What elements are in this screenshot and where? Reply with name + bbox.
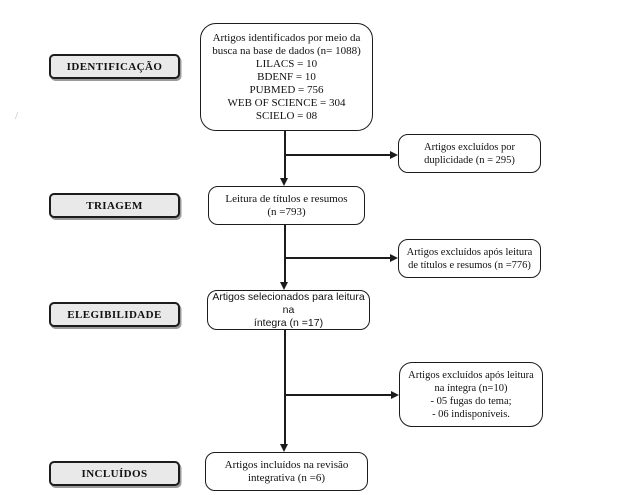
box-excluded-duplicates: Artigos excluídos por duplicidade (n = 2… — [398, 134, 541, 173]
arrow-right-icon — [390, 150, 398, 159]
box-title-abstract-screening: Leitura de títulos e resumos (n =793) — [208, 186, 365, 225]
identified-source-bdenf: BDENF = 10 — [257, 70, 316, 83]
stray-mark: / — [15, 110, 19, 122]
box-identified-records: Artigos identificados por meio da busca … — [200, 23, 373, 131]
arrow-down-icon — [280, 178, 288, 186]
arrow-down-icon — [280, 282, 288, 290]
identified-source-pubmed: PUBMED = 756 — [249, 83, 324, 96]
identified-source-lilacs: LILACS = 10 — [255, 57, 318, 70]
stage-label-triagem: TRIAGEM — [49, 193, 180, 218]
arrow-right-icon — [391, 390, 399, 399]
identified-title: Artigos identificados por meio da busca … — [212, 31, 361, 57]
stage-label-identificacao: IDENTIFICAÇÃO — [49, 54, 180, 79]
connector-to-full-text-excluded — [285, 394, 391, 396]
connector-to-duplicates — [285, 154, 390, 156]
connector-to-title-abstract-excluded — [285, 257, 390, 259]
identified-source-wos: WEB OF SCIENCE = 304 — [227, 96, 346, 109]
stage-label-incluidos: INCLUÍDOS — [49, 461, 180, 486]
box-excluded-title-abstract: Artigos excluídos após leitura de título… — [398, 239, 541, 278]
identified-source-scielo: SCIELO = 08 — [255, 109, 318, 122]
box-included-review: Artigos incluídos na revisão integrativa… — [205, 452, 368, 491]
connector-screening-to-eligibility — [284, 225, 286, 282]
connector-eligibility-to-included — [284, 330, 286, 444]
arrow-down-icon — [280, 444, 288, 452]
arrow-right-icon — [390, 253, 398, 262]
box-excluded-full-text: Artigos excluídos após leitura na íntegr… — [399, 362, 543, 427]
stage-label-elegibilidade: ELEGIBILIDADE — [49, 302, 180, 327]
box-full-text-selected: Artigos selecionados para leitura na ínt… — [207, 290, 370, 330]
